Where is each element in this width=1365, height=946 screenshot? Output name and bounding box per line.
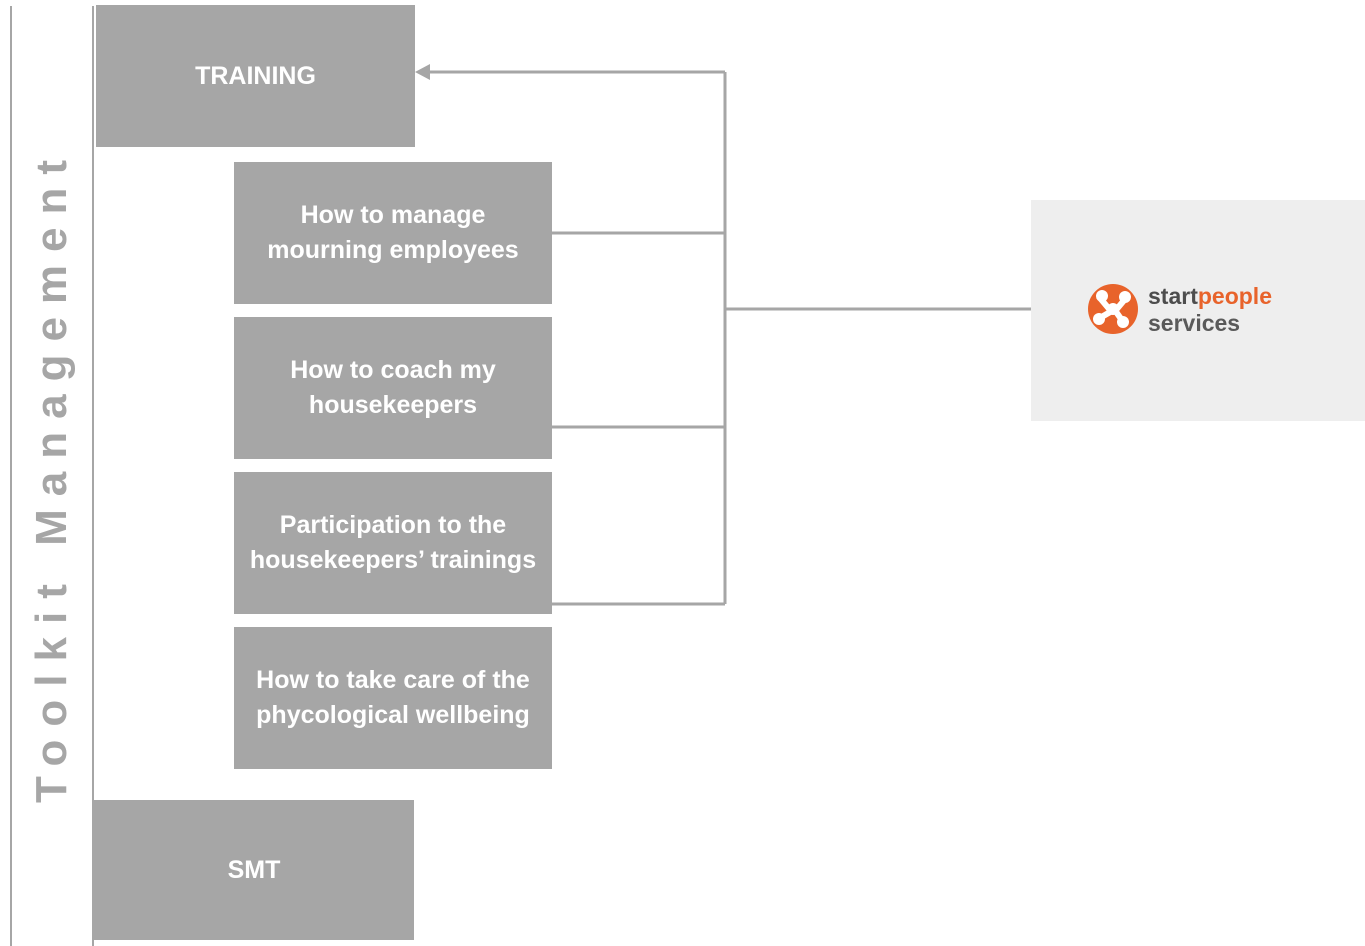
training-item-label: How to coach my housekeepers — [290, 356, 496, 419]
arrowhead-icon — [415, 64, 430, 80]
logo-word-services: services — [1148, 310, 1241, 336]
logo-word-people: people — [1197, 283, 1272, 309]
sidebar-frame — [10, 6, 94, 946]
startpeople-wordmark: startpeople services — [1148, 283, 1272, 337]
smt-box: SMT — [94, 800, 414, 940]
training-label: TRAINING — [195, 61, 316, 90]
startpeople-logo-card: startpeople services — [1031, 200, 1365, 421]
training-item-label: How to manage mourning employees — [267, 201, 519, 264]
training-item-coach-housekeepers: How to coach my housekeepers — [234, 317, 552, 459]
training-item-mourning-employees: How to manage mourning employees — [234, 162, 552, 304]
startpeople-asterisk-logo-icon — [1088, 284, 1138, 334]
training-item-housekeepers-trainings: Participation to the housekeepers’ train… — [234, 472, 552, 614]
training-item-label: Participation to the housekeepers’ train… — [249, 511, 537, 574]
training-item-psychological-wellbeing: How to take care of the phycological wel… — [234, 627, 552, 769]
smt-label: SMT — [227, 855, 281, 884]
training-box: TRAINING — [96, 5, 415, 147]
training-item-label: How to take care of the phycological wel… — [256, 666, 530, 729]
logo-word-start: start — [1148, 283, 1198, 309]
